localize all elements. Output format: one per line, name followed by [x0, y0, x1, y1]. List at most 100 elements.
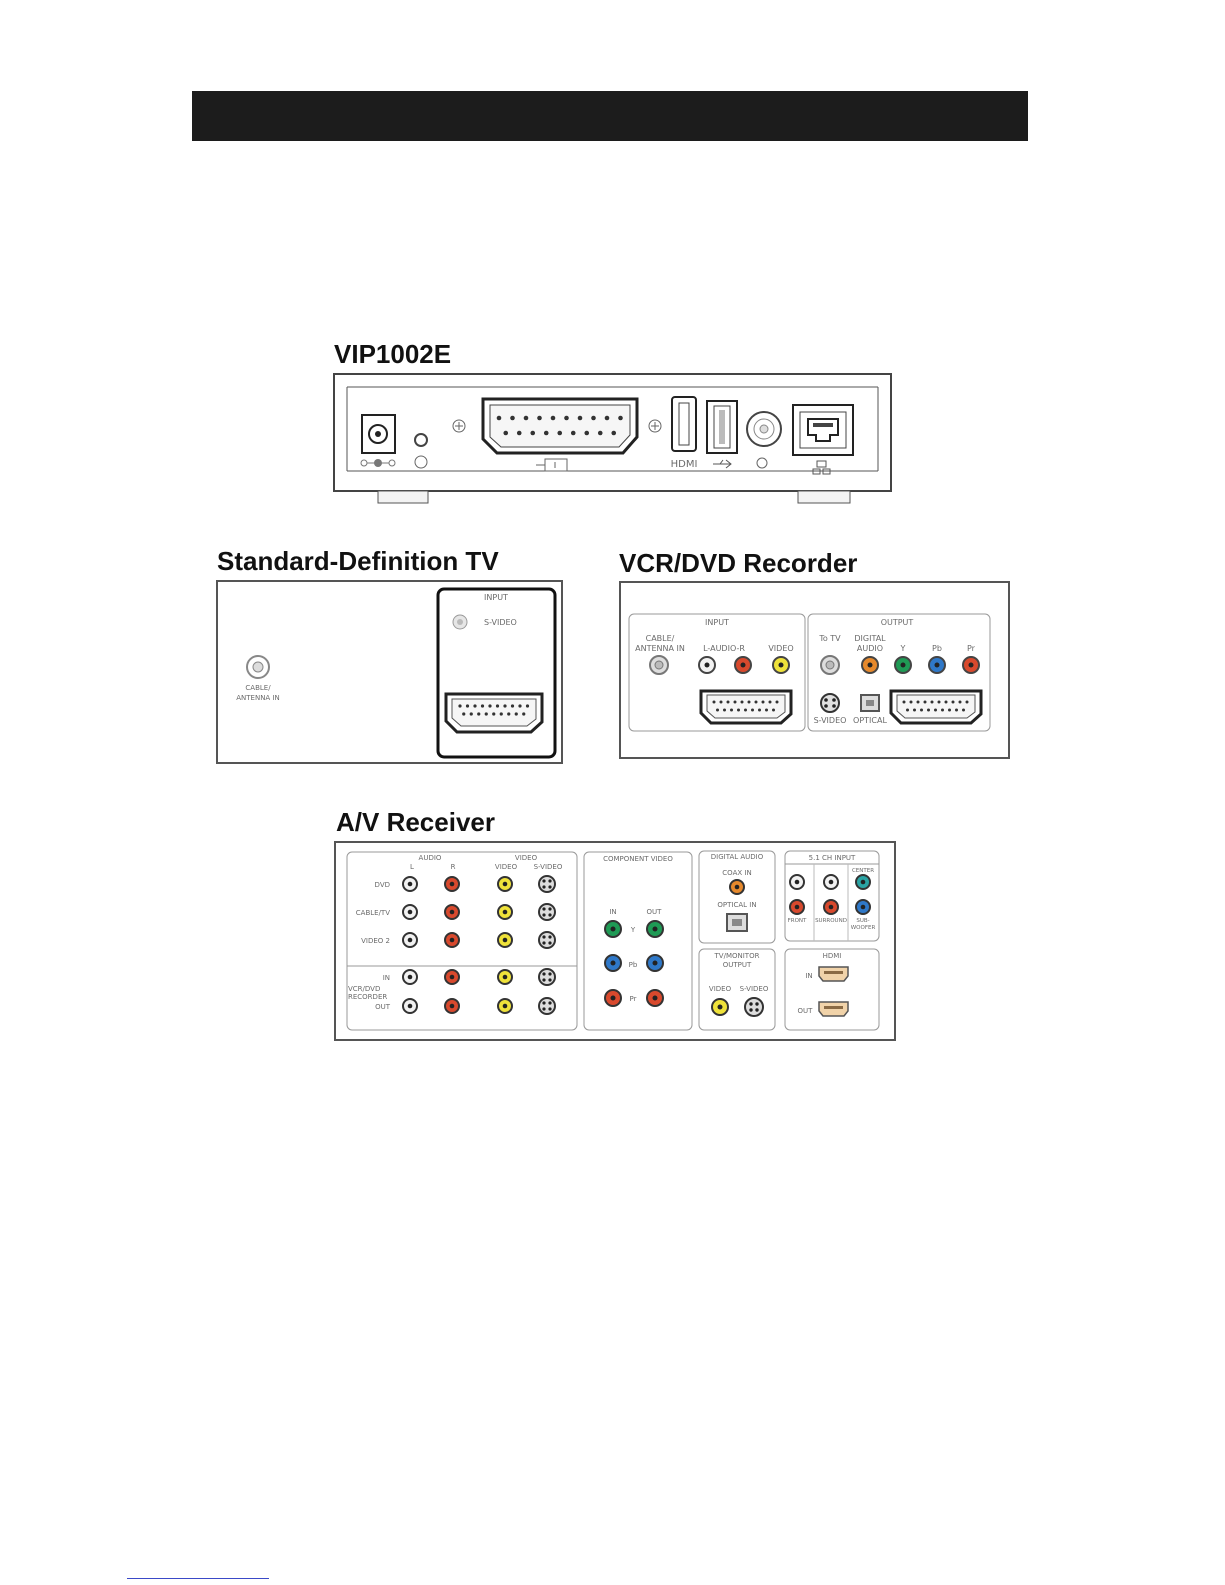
vcr-digital-line1: DIGITAL	[854, 634, 886, 643]
vcr-input-label: INPUT	[705, 618, 729, 627]
avr-51-label: 5.1 CH INPUT	[809, 854, 856, 862]
sdtv-svideo-jack	[452, 614, 468, 630]
footer-link-underline	[127, 1578, 269, 1579]
sdtv-scart-port-icon	[444, 692, 544, 734]
avr-video2-svideo-jack	[538, 931, 556, 949]
avr-surround-l-jack	[823, 874, 839, 890]
sdtv-rear-panel: INPUT S-VIDEO CABLE/ ANTENNA IN	[216, 580, 566, 765]
avr-video2-video-jack	[497, 932, 513, 948]
vcr-cable-line1: CABLE/	[646, 634, 675, 643]
avr-coax-in-jack	[729, 879, 745, 895]
vcr-input-scart-icon	[699, 689, 793, 725]
avr-comp-pb-label: Pb	[629, 961, 638, 969]
avr-coax-in-label: COAX IN	[722, 869, 751, 877]
vcr-pr-jack	[962, 656, 980, 674]
avr-subwoofer-jack	[855, 899, 871, 915]
scart-port-icon	[481, 397, 639, 472]
vcr-to-tv-label: To TV	[818, 634, 841, 643]
avr-row-in-label: IN	[383, 974, 390, 982]
avr-comp-y-label: Y	[630, 926, 636, 934]
avr-row-dvd-label: DVD	[375, 881, 390, 889]
usb-port-icon	[706, 400, 738, 469]
vcr-y-jack	[894, 656, 912, 674]
vcr-antenna-in-jack	[649, 655, 669, 675]
avr-cable-l-jack	[402, 904, 418, 920]
avr-rear-panel: AUDIO L R VIDEO VIDEO S-VIDEO DVD CABLE/…	[334, 841, 899, 1046]
vcr-video-in-jack	[772, 656, 790, 674]
sdtv-cable-label-line1: CABLE/	[245, 684, 271, 692]
avr-hdmi-in-port-icon	[818, 966, 849, 982]
avr-surround-label: SURROUND	[815, 918, 847, 924]
stb-rear-panel: HDMI	[333, 373, 893, 508]
avr-center-jack	[855, 874, 871, 890]
avr-cable-r-jack	[444, 904, 460, 920]
avr-video-group-label: VIDEO	[515, 854, 538, 862]
vcr-pb-label: Pb	[932, 644, 942, 653]
vcr-output-label: OUTPUT	[881, 618, 914, 627]
avr-vcr-line1: VCR/DVD	[348, 985, 380, 993]
avr-dvd-video-jack	[497, 876, 513, 892]
avr-row-out-label: OUT	[375, 1003, 391, 1011]
vcr-audio-label: L-AUDIO-R	[703, 644, 745, 653]
sdtv-input-label: INPUT	[484, 593, 508, 602]
sdtv-antenna-jack	[246, 655, 270, 679]
avr-vcr-out-svideo-jack	[538, 997, 556, 1015]
vcr-digital-line2: AUDIO	[857, 644, 883, 653]
vcr-svideo-label: S-VIDEO	[814, 716, 847, 725]
avr-video2-l-jack	[402, 932, 418, 948]
avr-cable-svideo-jack	[538, 903, 556, 921]
avr-vcr-in-svideo-jack	[538, 968, 556, 986]
avr-comp-out-y-jack	[646, 920, 664, 938]
avr-row-cable-label: CABLE/TV	[356, 909, 390, 917]
sdtv-cable-label-line2: ANTENNA IN	[236, 694, 280, 702]
reset-button-icon	[414, 433, 428, 469]
avr-tv-monitor-line1: TV/MONITOR	[714, 952, 760, 960]
screw-right-icon	[648, 419, 662, 433]
avr-dvd-r-jack	[444, 876, 460, 892]
ethernet-port-icon	[792, 404, 854, 475]
hdmi-port-icon	[671, 396, 697, 452]
avr-optical-in-label: OPTICAL IN	[717, 901, 756, 909]
avr-comp-in-pb-jack	[604, 954, 622, 972]
avr-tv-video-jack	[711, 998, 729, 1016]
avr-vcr-out-l-jack	[402, 998, 418, 1014]
avr-tv-monitor-line2: OUTPUT	[723, 961, 752, 969]
avr-cable-video-jack	[497, 904, 513, 920]
avr-comp-in-label: IN	[609, 908, 616, 916]
vcr-optical-label: OPTICAL	[853, 716, 887, 725]
vcr-audio-r-jack	[734, 656, 752, 674]
avr-digital-audio-label: DIGITAL AUDIO	[711, 853, 764, 861]
avr-sub-line2: WOOFER	[851, 925, 876, 931]
avr-dvd-l-jack	[402, 876, 418, 892]
avr-component-label: COMPONENT VIDEO	[603, 855, 673, 863]
avr-center-label: CENTER	[852, 868, 874, 874]
power-jack-icon	[360, 414, 396, 467]
avr-tv-svideo-jack	[744, 997, 764, 1017]
avr-vcr-in-l-jack	[402, 969, 418, 985]
avr-svideo-col-label: S-VIDEO	[534, 863, 563, 871]
avr-dvd-svideo-jack	[538, 875, 556, 893]
avr-vcr-out-r-jack	[444, 998, 460, 1014]
avr-sub-line1: SUB-	[856, 918, 869, 924]
avr-optical-in-port-icon	[726, 913, 748, 932]
avr-row-video2-label: VIDEO 2	[361, 937, 390, 945]
vcr-optical-port-icon	[860, 694, 880, 712]
vcr-cable-line2: ANTENNA IN	[635, 644, 685, 653]
vcr-digital-audio-jack	[861, 656, 879, 674]
avr-comp-pr-label: Pr	[630, 995, 637, 1003]
avr-hdmi-out-label: OUT	[798, 1007, 814, 1015]
avr-comp-out-pb-jack	[646, 954, 664, 972]
avr-vcr-line2: RECORDER	[348, 993, 387, 1001]
vcr-title: VCR/DVD Recorder	[619, 548, 858, 578]
avr-tv-video-label: VIDEO	[709, 985, 732, 993]
avr-hdmi-label: HDMI	[823, 952, 842, 960]
avr-comp-in-y-jack	[604, 920, 622, 938]
avr-front-r-jack	[789, 899, 805, 915]
vcr-to-tv-jack	[820, 655, 840, 675]
avr-comp-out-pr-jack	[646, 989, 664, 1007]
vcr-output-scart-icon	[889, 689, 983, 725]
avr-comp-in-pr-jack	[604, 989, 622, 1007]
avr-vcr-in-r-jack	[444, 969, 460, 985]
vcr-audio-l-jack	[698, 656, 716, 674]
vcr-svideo-jack	[820, 693, 840, 713]
